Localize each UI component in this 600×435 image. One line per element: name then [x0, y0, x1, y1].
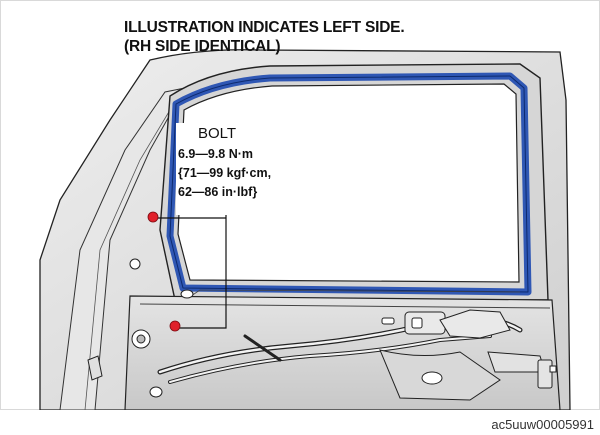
figure-code: ac5uuw00005991	[491, 417, 594, 432]
bolt-markers	[147, 211, 181, 332]
bolt-label: BOLT	[198, 125, 237, 142]
torque-spec-nm: 6.9—9.8 N·m	[178, 147, 254, 161]
callout-leader-lines	[158, 210, 227, 329]
bolt-marker-lower	[169, 320, 181, 332]
regulator-mechanism	[379, 309, 546, 401]
panel-holes	[129, 258, 395, 398]
bolt-callout-box	[176, 123, 308, 215]
torque-spec-kgfcm: {71—99 kgf·cm,	[178, 166, 272, 180]
illustration-note-subtitle: (RH SIDE IDENTICAL)	[124, 38, 281, 55]
door-illustration	[39, 49, 571, 410]
torque-spec-inlbf: 62—86 in·lbf}	[178, 185, 258, 199]
door-latch-edge	[537, 359, 557, 389]
bolt-marker-upper	[147, 211, 159, 223]
illustration-note-title: ILLUSTRATION INDICATES LEFT SIDE.	[124, 19, 405, 36]
lower-bracket	[87, 355, 103, 381]
